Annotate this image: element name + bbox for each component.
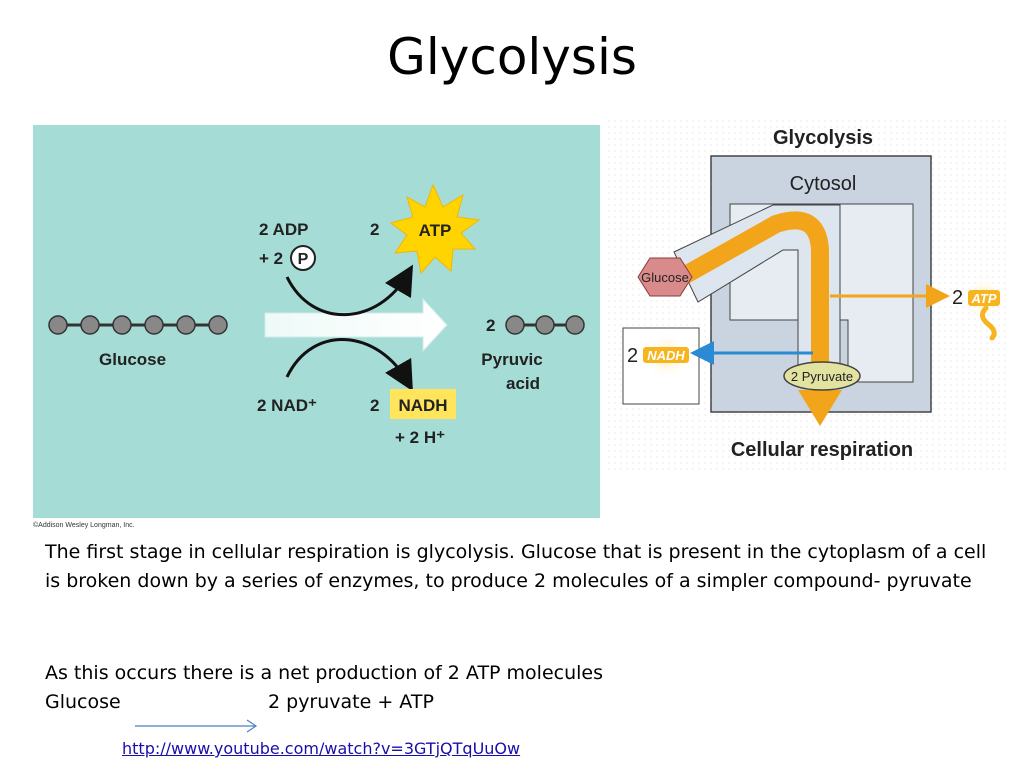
nadh-badge (643, 347, 689, 363)
atp-label: ATP (419, 221, 452, 240)
glucose-label: Glucose (99, 350, 166, 369)
description-paragraph: The first stage in cellular respiration … (45, 541, 987, 592)
nadh-count-right: 2 (627, 345, 638, 367)
nadh-label: NADH (398, 396, 447, 415)
pyruvate-oval (783, 361, 861, 391)
atp-count: 2 (370, 220, 379, 239)
nadh-label-right: NADH (647, 348, 685, 363)
nadh-box (390, 389, 456, 419)
phosphate-label: P (298, 251, 309, 268)
phosphate-prefix: + 2 (259, 249, 283, 268)
adp-label: 2 ADP (259, 220, 308, 239)
phosphate-circle (290, 245, 316, 271)
youtube-link[interactable]: http://www.youtube.com/watch?v=3GTjQTqUu… (122, 739, 521, 758)
equation-arrow-icon (135, 719, 258, 733)
atp-tail (980, 305, 997, 341)
atp-curve-arrow (285, 264, 414, 317)
glucose-label-right: Glucose (641, 270, 689, 285)
nad-label: 2 NAD⁺ (257, 396, 317, 415)
slide-title: Glycolysis (387, 28, 637, 86)
cellular-respiration-label: Cellular respiration (731, 439, 913, 461)
pyruvic-count: 2 (486, 316, 495, 335)
glucose-hexagon (637, 257, 693, 297)
nadh-curve-arrow (285, 338, 413, 392)
pathway-arrowhead (798, 390, 842, 426)
copyright-credit: ©Addison Wesley Longman, Inc. (33, 522, 135, 529)
equation-reactant: Glucose (45, 691, 121, 713)
atp-count-right: 2 (952, 287, 963, 309)
atp-label-right: ATP (970, 291, 996, 306)
pyruvate-label: 2 Pyruvate (791, 369, 853, 384)
equation-products: 2 pyruvate + ATP (268, 691, 434, 713)
glycolysis-cytosol-diagram: Glycolysis Cytosol Glucose 2 ATP 2 NADH … (608, 120, 1008, 470)
pyruvic-molecule-chain (505, 315, 585, 335)
glycolysis-reaction-diagram: Glucose 2 ADP + 2 P 2 ATP 2 NAD⁺ 2 NADH … (33, 125, 600, 518)
right-diagram-title: Glycolysis (773, 127, 873, 149)
nadh-count: 2 (370, 396, 379, 415)
net-production-text: As this occurs there is a net production… (45, 662, 604, 684)
pyruvic-label-line2: acid (506, 374, 540, 393)
cytosol-label: Cytosol (790, 173, 857, 195)
reaction-arrow (264, 297, 448, 353)
glucose-molecule-chain (48, 315, 228, 335)
atp-badge (968, 290, 1000, 306)
pyruvic-label-line1: Pyruvic (481, 350, 542, 369)
hydrogen-label: + 2 H⁺ (395, 428, 445, 447)
glycolysis-pathway-arrow (675, 211, 829, 390)
atp-star (389, 183, 481, 275)
